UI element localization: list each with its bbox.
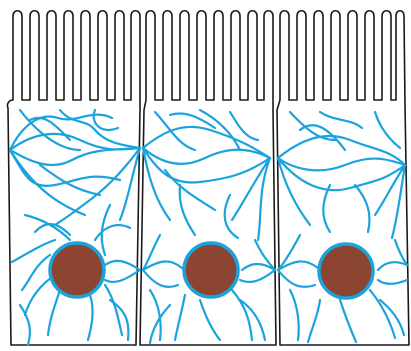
cell-middle-nucleus: [184, 243, 238, 297]
cell-right-nucleus: [319, 244, 373, 298]
cell-left-nucleus: [50, 243, 104, 297]
